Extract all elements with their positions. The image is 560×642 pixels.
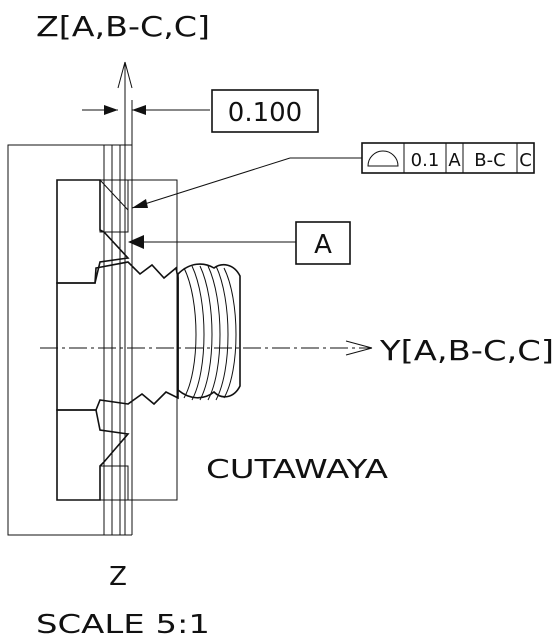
fcf-datum-primary: A	[448, 150, 461, 171]
nut-outline	[56, 179, 178, 501]
threaded-shank	[177, 263, 241, 401]
sectioned-nut-lower	[56, 409, 130, 501]
z-axis-label: Z[A,B-C,C]	[36, 10, 210, 43]
profile-of-surface-icon	[367, 150, 399, 167]
scale-label: SCALE 5:1	[36, 610, 210, 640]
datum-a-label: A	[314, 230, 332, 260]
plate-edges	[103, 145, 133, 535]
fcf-datum-secondary: B-C	[474, 150, 505, 171]
sectioned-nut-upper	[56, 179, 130, 284]
fcf-tolerance: 0.1	[411, 150, 440, 171]
fcf-leader	[131, 157, 362, 209]
sectioned-stud	[56, 261, 179, 411]
y-axis-label: Y[A,B-C,C]	[379, 334, 554, 367]
outer-housing-outline	[7, 144, 113, 536]
dimension-value: 0.100	[228, 98, 302, 128]
datum-a-box	[295, 221, 351, 265]
fcf-datum-tertiary: C	[519, 150, 532, 171]
dimension-box	[211, 89, 319, 133]
section-label: CUTAWAYA	[206, 455, 388, 485]
y-axis-arrow	[345, 340, 373, 356]
view-label: Z	[109, 562, 127, 592]
datum-feature-leader	[128, 235, 296, 249]
dimension-arrows	[82, 100, 210, 145]
